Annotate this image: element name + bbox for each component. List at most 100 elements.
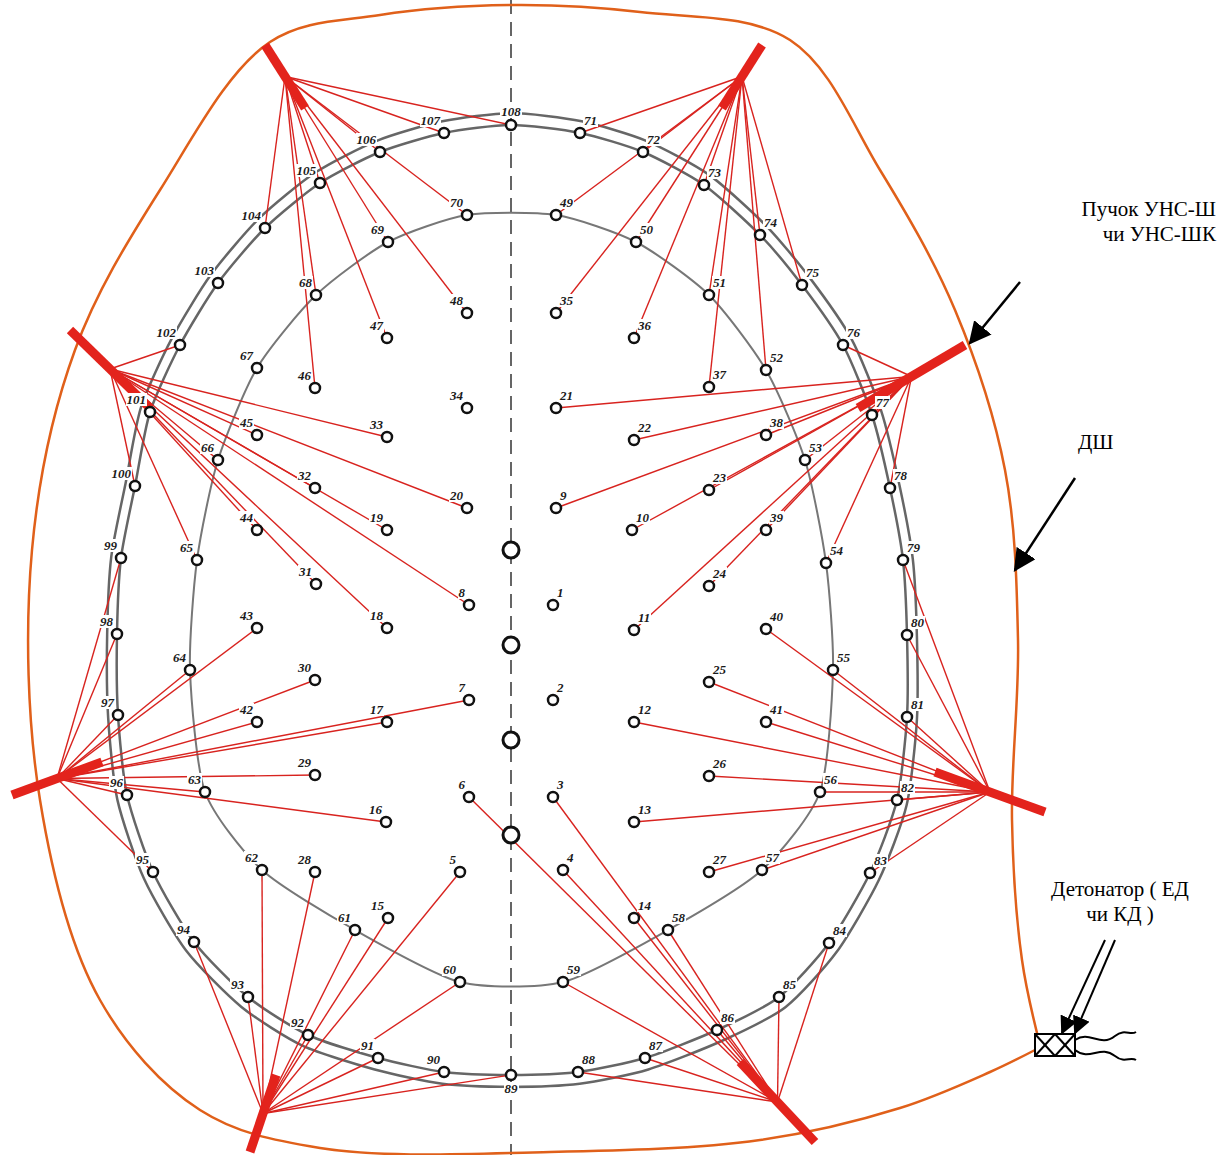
drill-hole bbox=[575, 128, 585, 138]
caption-label: Детонатор ( ЕД чи КД ) bbox=[1050, 877, 1190, 927]
wave-guide-line bbox=[843, 345, 912, 377]
drill-hole bbox=[631, 237, 641, 247]
drill-hole bbox=[757, 865, 767, 875]
wave-guide-line bbox=[870, 792, 990, 873]
drill-hole bbox=[252, 525, 262, 535]
drill-hole bbox=[113, 710, 123, 720]
drill-hole bbox=[462, 308, 472, 318]
drill-hole bbox=[257, 865, 267, 875]
hole-number: 51 bbox=[712, 276, 727, 289]
drill-hole bbox=[506, 1070, 516, 1080]
drill-hole bbox=[629, 625, 639, 635]
hole-number: 52 bbox=[769, 351, 784, 364]
drill-hole bbox=[310, 770, 320, 780]
wave-guide-line bbox=[110, 369, 257, 530]
drill-hole bbox=[755, 230, 765, 240]
hole-number: 64 bbox=[172, 651, 187, 664]
hole-number: 2 bbox=[556, 681, 565, 694]
drill-hole bbox=[821, 558, 831, 568]
hole-number: 76 bbox=[846, 326, 861, 339]
drill-hole bbox=[548, 600, 558, 610]
relief-hole bbox=[503, 637, 519, 653]
wave-guide-line bbox=[57, 779, 205, 793]
wave-guide-line bbox=[778, 997, 780, 1102]
drill-hole bbox=[640, 1053, 650, 1063]
bundle-bar bbox=[70, 330, 150, 408]
drill-hole bbox=[381, 817, 391, 827]
drill-hole bbox=[315, 178, 325, 188]
drill-hole bbox=[551, 503, 561, 513]
drill-hole bbox=[200, 787, 210, 797]
wave-guide-line bbox=[57, 670, 190, 779]
hole-number: 100 bbox=[111, 467, 133, 480]
drill-hole bbox=[902, 630, 912, 640]
drill-hole bbox=[462, 210, 472, 220]
hole-number: 89 bbox=[504, 1082, 519, 1095]
hole-number: 85 bbox=[782, 978, 797, 991]
hole-number: 31 bbox=[298, 565, 313, 578]
relief-hole bbox=[503, 542, 519, 558]
hole-number: 63 bbox=[187, 773, 202, 786]
drill-hole bbox=[310, 867, 320, 877]
drill-hole bbox=[462, 503, 472, 513]
wave-guide-line bbox=[903, 560, 990, 792]
hole-number: 50 bbox=[639, 223, 654, 236]
hole-number: 26 bbox=[712, 757, 727, 770]
hole-number: 104 bbox=[241, 209, 263, 222]
hole-number: 97 bbox=[100, 696, 115, 709]
detonating-cord bbox=[28, 5, 1040, 1155]
hole-number: 68 bbox=[298, 276, 313, 289]
drill-hole bbox=[629, 435, 639, 445]
hole-number: 25 bbox=[712, 663, 727, 676]
hole-number: 20 bbox=[449, 489, 464, 502]
drill-hole bbox=[629, 333, 639, 343]
drill-hole bbox=[382, 717, 392, 727]
hole-number: 70 bbox=[449, 196, 464, 209]
hole-number: 1 bbox=[556, 586, 565, 599]
wave-guide-line bbox=[285, 77, 511, 126]
hole-number: 91 bbox=[360, 1039, 375, 1052]
drill-hole bbox=[558, 977, 568, 987]
wave-guide-line bbox=[634, 77, 742, 339]
hole-number: 93 bbox=[230, 978, 245, 991]
drill-hole bbox=[704, 677, 714, 687]
drill-hole bbox=[145, 407, 155, 417]
wave-guide-line bbox=[263, 1075, 511, 1114]
detonator bbox=[1035, 1032, 1136, 1060]
hole-number: 60 bbox=[442, 963, 457, 976]
hole-number: 36 bbox=[637, 319, 652, 332]
drill-hole bbox=[551, 403, 561, 413]
drill-hole bbox=[761, 525, 771, 535]
drill-hole bbox=[824, 938, 834, 948]
drill-hole bbox=[815, 787, 825, 797]
hole-number: 13 bbox=[637, 803, 652, 816]
drill-hole bbox=[439, 128, 449, 138]
wave-guide-line bbox=[634, 377, 912, 631]
drill-hole bbox=[192, 555, 202, 565]
hole-number: 94 bbox=[176, 923, 191, 936]
hole-number: 105 bbox=[296, 164, 318, 177]
hole-number: 8 bbox=[458, 586, 467, 599]
hole-number: 35 bbox=[559, 294, 574, 307]
wave-guide-line bbox=[57, 700, 469, 779]
hole-number: 49 bbox=[559, 196, 574, 209]
hole-number: 87 bbox=[648, 1039, 663, 1052]
drill-hole bbox=[629, 817, 639, 827]
bundle-bar bbox=[740, 1062, 815, 1142]
relief-hole bbox=[503, 732, 519, 748]
hole-number: 17 bbox=[369, 703, 384, 716]
drill-hole bbox=[311, 290, 321, 300]
hole-number: 15 bbox=[370, 899, 385, 912]
hole-number: 103 bbox=[194, 264, 216, 277]
drill-hole bbox=[462, 403, 472, 413]
drill-hole bbox=[629, 717, 639, 727]
hole-number: 47 bbox=[369, 319, 384, 332]
hole-number: 90 bbox=[426, 1053, 441, 1066]
hole-number: 21 bbox=[559, 389, 574, 402]
hole-number: 55 bbox=[836, 651, 851, 664]
hole-number: 99 bbox=[103, 539, 118, 552]
hole-number: 73 bbox=[707, 166, 722, 179]
hole-number: 61 bbox=[337, 911, 352, 924]
hole-number: 37 bbox=[712, 368, 727, 381]
